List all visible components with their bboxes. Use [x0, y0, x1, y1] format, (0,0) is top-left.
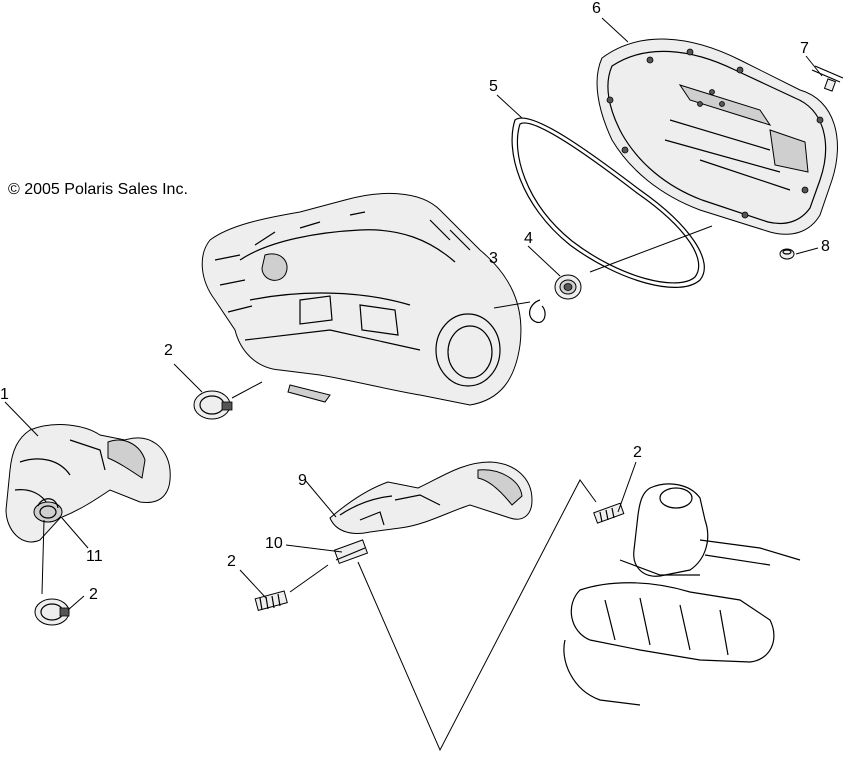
callout-10: 10 — [265, 535, 283, 552]
hose-clamp-2-lower-middle — [254, 590, 288, 611]
clutch-cover-outer — [596, 38, 838, 235]
intake-duct-1 — [5, 424, 171, 543]
assembly-lines — [41, 225, 713, 752]
callout-8: 8 — [821, 238, 830, 255]
engine-sketch-right — [563, 483, 801, 706]
duct-adapter-10 — [333, 539, 369, 565]
callout-leaders — [4, 17, 823, 611]
callout-2-lower-middle: 2 — [227, 553, 236, 570]
copyright-notice: © 2005 Polaris Sales Inc. — [8, 181, 188, 198]
duct-clamp-11 — [37, 498, 59, 509]
callout-5: 5 — [489, 78, 498, 95]
bolt-7 — [811, 65, 844, 92]
callout-11: 11 — [86, 548, 103, 565]
callout-9: 9 — [298, 472, 307, 489]
callout-3: 3 — [489, 250, 498, 267]
retaining-ring-3 — [529, 299, 546, 324]
hose-clamp-2-right — [593, 502, 625, 524]
engine-case — [201, 193, 522, 406]
callout-2-upper: 2 — [164, 342, 173, 359]
hose-clamp-2-lower-left — [34, 598, 70, 626]
callout-6: 6 — [592, 0, 601, 17]
outlet-duct-9 — [329, 461, 533, 534]
nut-8 — [779, 248, 795, 260]
hose-clamp-2-upper — [193, 390, 233, 420]
belt-seal-5 — [511, 117, 705, 288]
callout-7: 7 — [800, 40, 809, 57]
callout-1: 1 — [0, 386, 9, 403]
callout-2-right: 2 — [633, 444, 642, 461]
bearing-4 — [554, 274, 582, 300]
callout-2-lower-left: 2 — [89, 586, 98, 603]
callout-4: 4 — [524, 230, 533, 247]
